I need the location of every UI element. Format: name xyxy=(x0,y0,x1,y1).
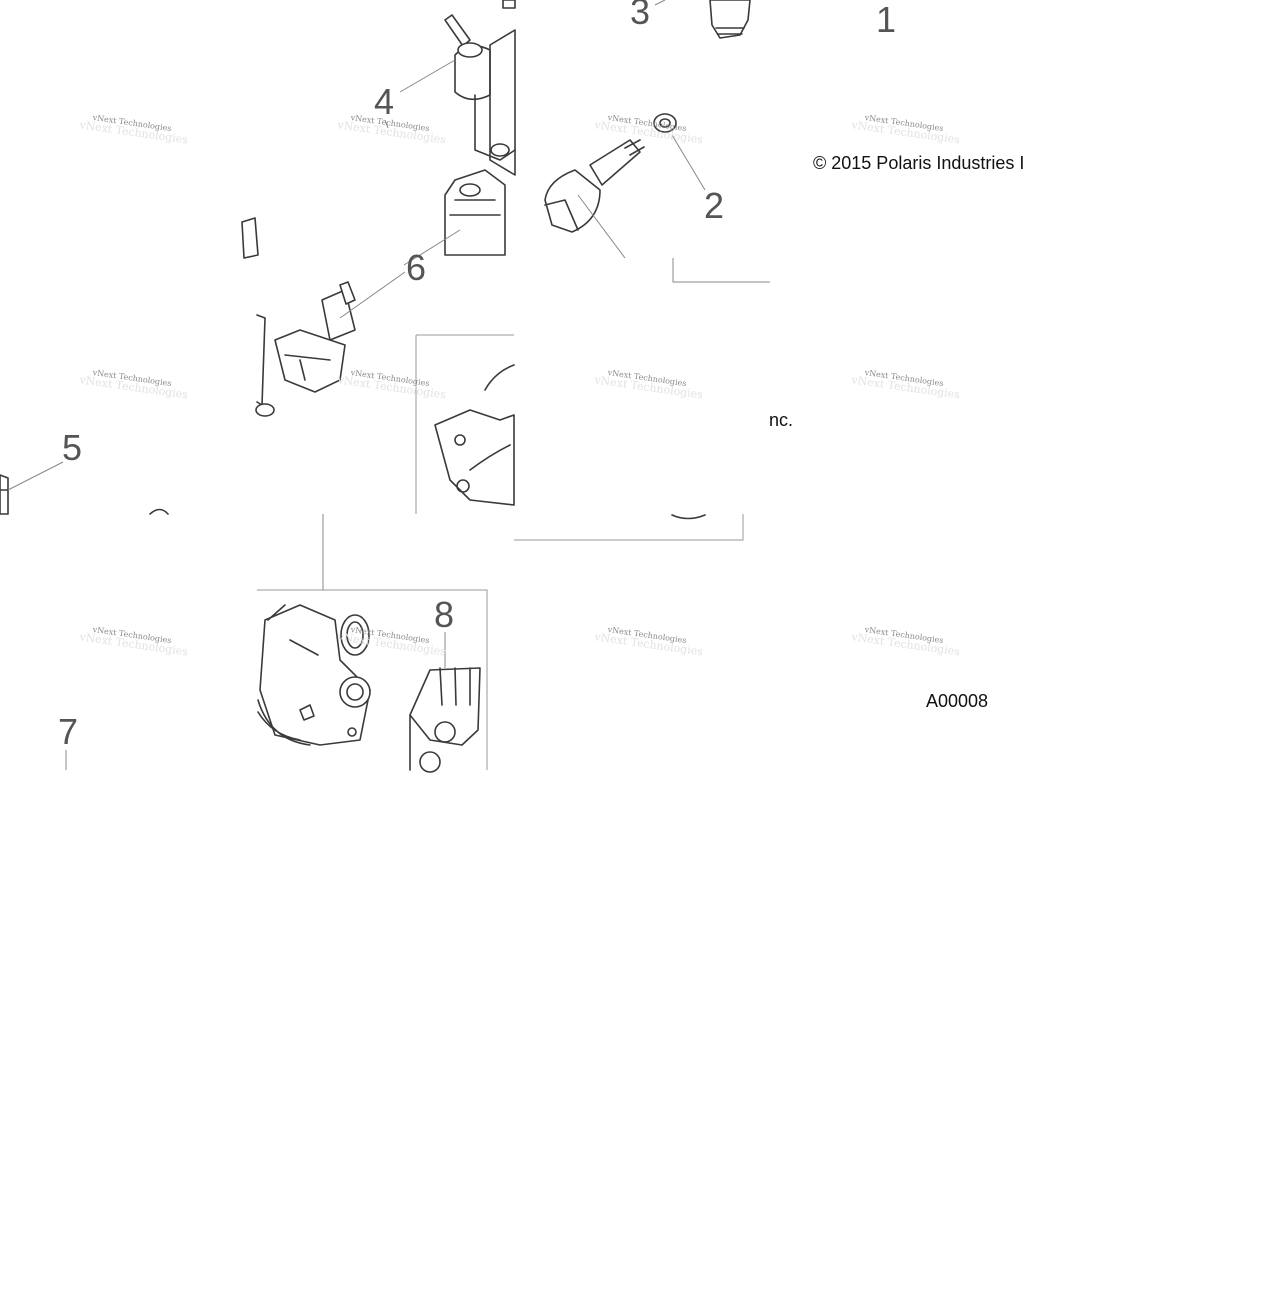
fuel-injector-bracket-part xyxy=(444,0,516,256)
callout-leader-lines xyxy=(7,0,770,770)
figure-code: A00008 xyxy=(926,691,988,711)
callout-7: 7 xyxy=(58,711,78,752)
fuel-injector-part xyxy=(709,0,751,39)
callout-3: 3 xyxy=(630,0,650,32)
callout-8: 8 xyxy=(434,594,454,635)
bolt-part xyxy=(0,474,169,515)
copyright-text-continued: nc. xyxy=(769,410,793,430)
throttle-position-sensor-part xyxy=(409,667,481,773)
callout-numbers: 1 2 3 4 5 6 7 8 xyxy=(58,0,896,752)
callout-4: 4 xyxy=(374,81,394,122)
map-sensor-part xyxy=(241,217,356,417)
throttle-body-housing-part xyxy=(415,334,744,541)
callout-1: 1 xyxy=(876,0,896,40)
callout-2: 2 xyxy=(704,185,724,226)
throttle-body-part xyxy=(257,514,488,770)
callout-5: 5 xyxy=(62,427,82,468)
crop-mask xyxy=(1028,150,1038,180)
callout-6: 6 xyxy=(406,247,426,288)
copyright-text: © 2015 Polaris Industries I xyxy=(813,153,1024,173)
temperature-sensor-part xyxy=(544,113,677,233)
